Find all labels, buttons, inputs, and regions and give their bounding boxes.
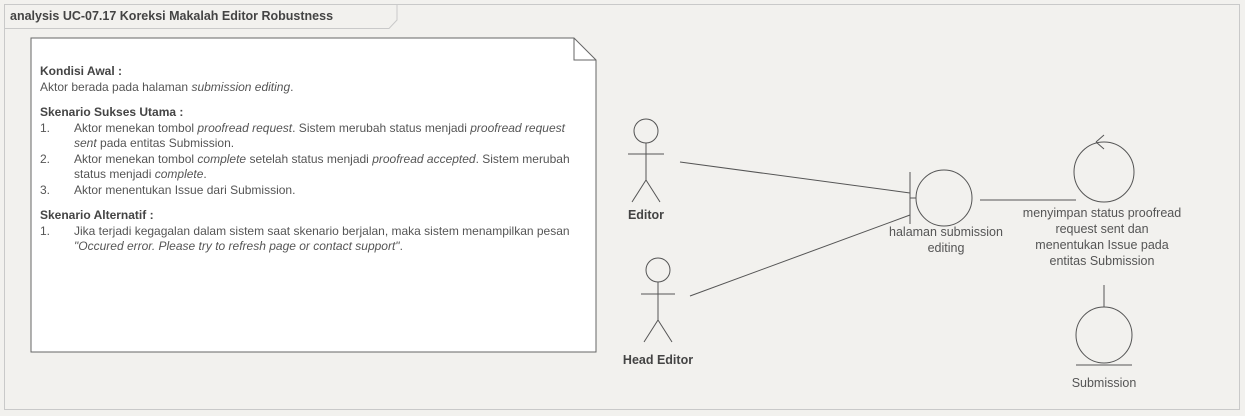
alt-scenario-list: 1. Jika terjadi kegagalan dalam sistem sa… — [40, 224, 580, 255]
main-scenario-step: 3. Aktor menentukan Issue dari Submission… — [40, 183, 580, 199]
control-label: menyimpan status proofread request sent … — [1022, 206, 1182, 268]
scenario-note: Kondisi Awal : Aktor berada pada halaman… — [40, 64, 580, 255]
entity-label: Submission — [1071, 376, 1137, 390]
main-scenario-step-text: Aktor menekan tombol — [74, 120, 198, 135]
main-scenario-step-text: Aktor menentukan Issue dari Submission. — [74, 182, 296, 197]
main-scenario-step-text: proofread accepted — [372, 151, 476, 166]
note-fold — [573, 38, 596, 61]
main-scenario-step-number: 1. — [40, 120, 51, 135]
main-scenario-heading: Skenario Sukses Utama : — [40, 105, 184, 119]
frame-border — [4, 4, 1240, 410]
alt-scenario-step-text: "Occured error. Please try to refresh pa… — [74, 239, 400, 253]
main-scenario-list: 1. Aktor menekan tombol proofread request… — [40, 121, 580, 199]
frame-title: analysis UC-07.17 Koreksi Makalah Editor… — [10, 9, 334, 23]
diagram-frame: analysis UC-07.17 Koreksi Makalah Editor… — [4, 4, 1240, 410]
control-icon — [1073, 134, 1135, 203]
alt-scenario-step-number: 1. — [40, 223, 51, 238]
editor-actor-icon — [628, 118, 664, 203]
entity-icon — [1075, 306, 1133, 366]
initial-condition-text: Aktor berada pada halaman submission edi… — [40, 79, 294, 94]
main-scenario-step-text: setelah status menjadi — [246, 151, 373, 166]
main-scenario-step-text: . Sistem merubah status menjadi — [74, 151, 570, 182]
head-editor-to-boundary-line — [689, 214, 911, 297]
note-shape — [30, 37, 597, 353]
alt-scenario-step-text: . — [399, 239, 403, 253]
head-editor-actor-icon — [641, 257, 675, 343]
main-scenario-step: 1. Aktor menekan tombol proofread request… — [40, 121, 580, 152]
alt-scenario-step-text: Jika terjadi kegagalan dalam sistem saat… — [74, 223, 570, 238]
alt-scenario-step: 1. Jika terjadi kegagalan dalam sistem sa… — [40, 224, 580, 255]
editor-to-boundary-line — [679, 161, 911, 194]
main-scenario-step: 2. Aktor menekan tombol complete setelah … — [40, 152, 580, 183]
main-scenario-step-number: 3. — [40, 182, 51, 197]
main-scenario-step-text: pada entitas Submission. — [96, 136, 235, 150]
boundary-icon — [909, 169, 973, 227]
head-editor-label: Head Editor — [622, 353, 694, 367]
frame-title-tab — [4, 4, 398, 29]
initial-condition-heading: Kondisi Awal : — [40, 64, 123, 78]
editor-label: Editor — [627, 208, 665, 222]
main-scenario-step-text: proofread request sent — [74, 120, 565, 151]
main-scenario-step-text: proofread request — [197, 120, 293, 135]
main-scenario-step-text: . Sistem merubah status menjadi — [292, 120, 471, 135]
main-scenario-step-text: complete — [197, 151, 247, 166]
boundary-label: halaman submission editing — [889, 225, 1003, 255]
main-scenario-step-text: complete — [154, 167, 204, 181]
main-scenario-step-text: Aktor menekan tombol — [74, 151, 198, 166]
diagram-canvas — [4, 4, 1240, 410]
main-scenario-step-number: 2. — [40, 151, 51, 166]
main-scenario-step-text: . — [203, 167, 207, 181]
alt-scenario-heading: Skenario Alternatif : — [40, 208, 154, 222]
